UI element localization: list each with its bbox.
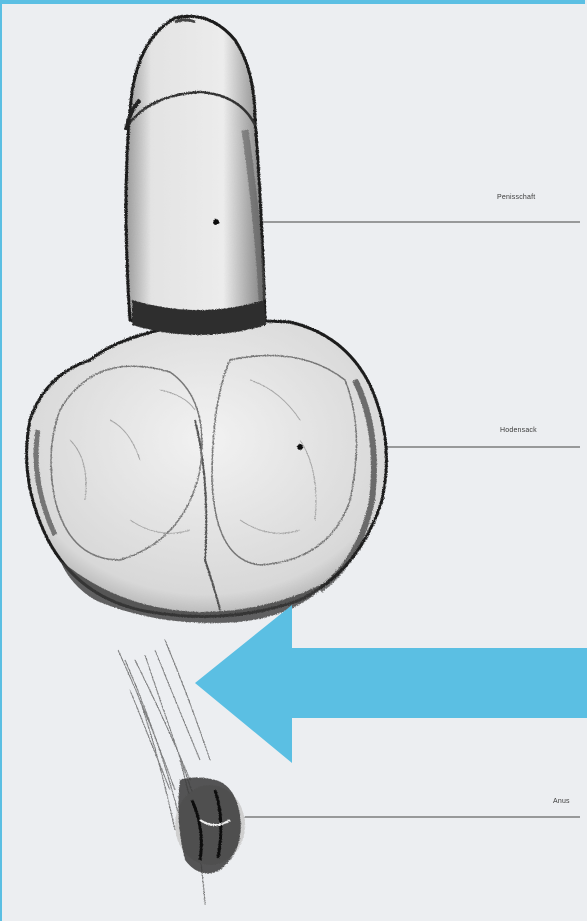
- shaft-illustration: [126, 16, 266, 335]
- label-shaft: Penisschaft: [497, 194, 535, 201]
- label-scrotum: Hodensack: [500, 427, 537, 434]
- scrotum-illustration: [27, 321, 387, 623]
- shaft-marker-dot: [213, 219, 219, 225]
- label-anus: Anus: [553, 798, 570, 805]
- left-arrow-icon: [195, 605, 587, 763]
- scrotum-marker-dot: [297, 444, 303, 450]
- anus-illustration: [175, 778, 245, 874]
